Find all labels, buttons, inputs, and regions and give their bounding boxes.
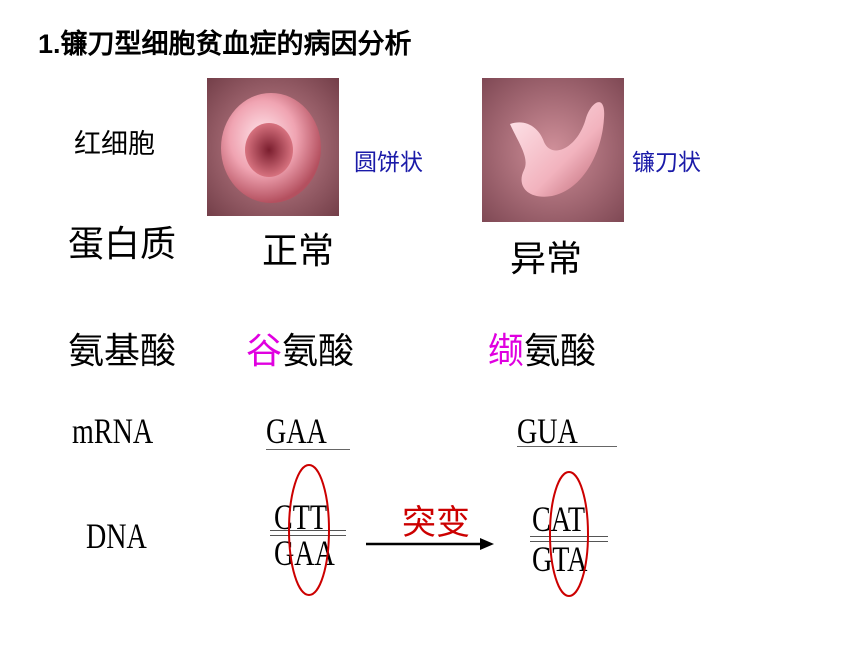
label-amino-acid: 氨基酸 [68, 331, 177, 372]
mutation-label: 突变 [402, 503, 470, 543]
abnormal-dna-bottom: GTA [532, 539, 588, 579]
label-mrna: mRNA [72, 411, 154, 451]
abnormal-mrna-underline [517, 446, 617, 447]
sickle-rbc-image [482, 78, 624, 222]
mutation-arrow-head [480, 538, 494, 550]
sickle-shape-label: 镰刀状 [632, 150, 701, 176]
abnormal-amino-highlight: 缬 [488, 331, 525, 372]
abnormal-amino-rest: 氨酸 [524, 331, 597, 372]
abnormal-dna-line-2 [530, 541, 608, 542]
normal-dna-line-2 [270, 535, 346, 536]
normal-mrna-codon: GAA [266, 411, 327, 451]
normal-protein: 正常 [262, 231, 335, 272]
abnormal-dna-line-1 [530, 536, 608, 537]
normal-rbc-svg [207, 78, 339, 216]
label-red-blood-cell: 红细胞 [74, 129, 155, 160]
normal-rbc-image [207, 78, 339, 216]
abnormal-dna-top: CAT [532, 499, 586, 539]
sickle-rbc-svg [482, 78, 624, 222]
normal-shape-label: 圆饼状 [354, 150, 423, 176]
page-title: 1.镰刀型细胞贫血症的病因分析 [38, 22, 412, 61]
abnormal-amino-acid: 缬氨酸 [488, 322, 596, 374]
normal-amino-rest: 氨酸 [282, 331, 355, 372]
title-text: 镰刀型细胞贫血症的病因分析 [60, 29, 412, 60]
normal-dna-line-1 [270, 530, 346, 531]
normal-amino-highlight: 谷 [246, 331, 283, 372]
label-dna: DNA [86, 516, 147, 556]
normal-mutation-ellipse [288, 464, 330, 596]
abnormal-mrna-codon: GUA [517, 411, 578, 451]
normal-amino-acid: 谷氨酸 [246, 322, 354, 374]
abnormal-protein: 异常 [510, 239, 583, 280]
abnormal-mutation-ellipse [549, 471, 589, 597]
normal-mrna-underline [266, 449, 350, 450]
label-protein: 蛋白质 [68, 224, 177, 265]
title-number: 1. [38, 29, 61, 59]
